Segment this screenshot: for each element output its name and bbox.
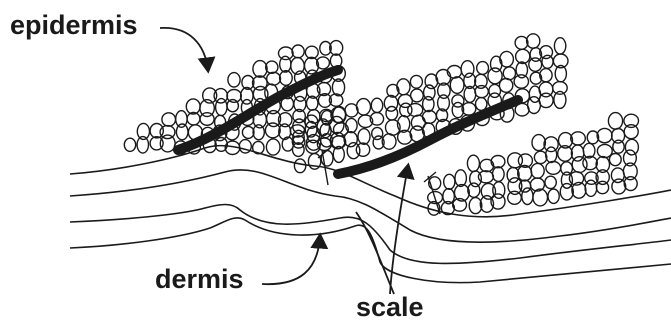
epidermis-cell xyxy=(408,104,423,117)
epidermis-cell xyxy=(308,154,320,170)
epidermis-cell xyxy=(476,98,487,111)
epidermis-cell xyxy=(410,75,422,88)
epidermis-cell xyxy=(519,180,530,192)
epidermis-cell xyxy=(533,189,548,206)
epidermis-cell xyxy=(176,111,187,128)
epidermis-cell xyxy=(266,139,280,155)
epidermis-cell xyxy=(358,129,370,145)
epidermis-cell xyxy=(477,62,489,75)
epidermis-cell xyxy=(467,155,479,171)
epidermis-cell xyxy=(548,189,559,203)
epidermis-label: epidermis xyxy=(10,12,138,39)
epidermis-cell xyxy=(423,111,437,124)
epidermis-cell xyxy=(447,66,461,79)
dermis-arrow xyxy=(262,236,320,284)
epidermis-cell xyxy=(228,73,240,87)
epidermis-cell xyxy=(357,99,371,115)
dermis-label: dermis xyxy=(155,266,244,293)
scales xyxy=(178,70,518,174)
epidermis-cell xyxy=(372,127,383,139)
epidermis-cell xyxy=(293,119,306,134)
epidermis-cell xyxy=(493,182,505,199)
epidermis-cell xyxy=(371,98,382,112)
epidermis-cell xyxy=(493,167,505,182)
epidermis-cell xyxy=(534,151,546,163)
epidermis-cell xyxy=(608,113,622,130)
epidermis-cell xyxy=(609,154,621,166)
epidermis-cell xyxy=(571,145,583,161)
epidermis-cell xyxy=(500,51,514,67)
epidermis-cell xyxy=(544,137,558,152)
epidermis-cell xyxy=(411,89,424,102)
epidermis-cell xyxy=(344,132,357,147)
epidermis-cell xyxy=(522,188,533,205)
epidermis-cell xyxy=(532,135,545,151)
epidermis-cell xyxy=(450,77,464,94)
epidermis-cell xyxy=(503,67,515,80)
epidermis-cell xyxy=(546,162,561,175)
epidermis-cell xyxy=(280,71,293,86)
epidermis-cell xyxy=(242,126,254,138)
epidermis-cell xyxy=(356,143,369,156)
epidermis-cell xyxy=(499,79,512,93)
epidermis-cell xyxy=(516,49,530,63)
epidermis-cell xyxy=(384,95,397,111)
epidermis-cell xyxy=(491,156,505,168)
epidermis-arrow xyxy=(160,28,208,70)
epidermis-cell xyxy=(624,114,639,127)
epidermis-cell xyxy=(424,85,435,100)
epidermis-cell xyxy=(554,38,565,54)
epidermis-cell xyxy=(539,82,553,97)
epidermis-cell xyxy=(527,34,540,48)
epidermis-cell xyxy=(455,170,466,187)
scale-arrow-2 xyxy=(356,212,394,294)
epidermis-cell xyxy=(124,138,135,151)
epidermis-cell xyxy=(514,75,528,88)
epidermis-cell xyxy=(294,159,305,173)
epidermis-cell xyxy=(279,47,294,60)
epidermis-cell xyxy=(305,57,319,74)
epidermis-cell xyxy=(241,88,253,105)
scale-label: scale xyxy=(356,294,424,321)
epidermis-cell xyxy=(252,76,267,90)
epidermis-cell xyxy=(292,45,304,58)
epidermis-cell xyxy=(162,113,176,126)
epidermis-cell xyxy=(561,162,573,175)
epidermis-cells xyxy=(124,34,638,215)
epidermis-cell xyxy=(253,141,264,153)
epidermis-cell xyxy=(531,163,544,178)
epidermis-cell xyxy=(267,72,281,85)
epidermis-cell xyxy=(239,140,251,153)
epidermis-cell xyxy=(461,61,474,78)
epidermis-cell xyxy=(397,79,410,95)
epidermis-cell xyxy=(253,61,267,78)
epidermis-cell xyxy=(546,147,557,162)
epidermis-cell xyxy=(611,168,624,183)
epidermis-cell xyxy=(515,36,528,49)
epidermis-cell xyxy=(160,126,175,139)
epidermis-cell xyxy=(545,176,556,188)
epidermis-cell xyxy=(597,128,612,142)
epidermis-cell xyxy=(553,82,568,95)
epidermis-cell xyxy=(452,95,464,107)
epidermis-cell xyxy=(444,174,455,189)
epidermis-cell xyxy=(625,139,638,155)
